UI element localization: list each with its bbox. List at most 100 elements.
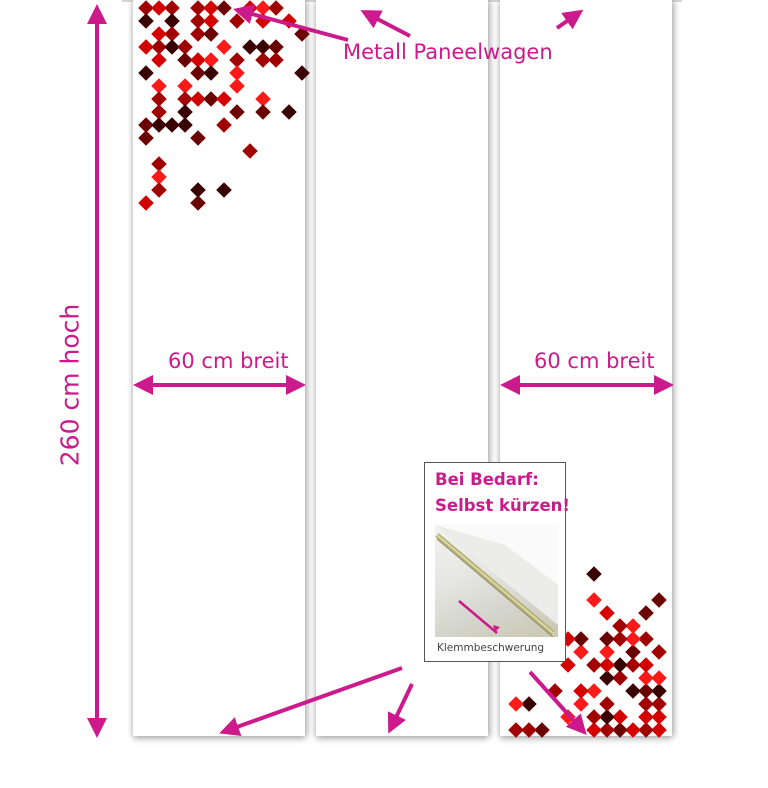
width-label-right: 60 cm breit [534, 349, 655, 373]
pattern-tile [625, 722, 641, 738]
pattern-tile [573, 644, 589, 660]
pattern-tile [586, 657, 602, 673]
pattern-tile [651, 696, 667, 712]
carriage-arrow-1 [233, 4, 349, 42]
pattern-tile [638, 670, 654, 686]
pattern-tile [625, 683, 641, 699]
pattern-tile [625, 631, 641, 647]
pattern-tile [573, 696, 589, 712]
pattern-tile [190, 26, 206, 42]
pattern-tile [651, 683, 667, 699]
pattern-tile [586, 709, 602, 725]
pattern-tile [138, 0, 154, 16]
pattern-tile [651, 722, 667, 738]
pattern-tile [177, 78, 193, 94]
pattern-tile [216, 0, 232, 16]
pattern-tile [229, 52, 245, 68]
carriage-label: Metall Paneelwagen [343, 40, 553, 64]
pattern-tile [203, 26, 219, 42]
pattern-tile [638, 722, 654, 738]
weight-arrow-3 [528, 670, 587, 735]
pattern-tile [177, 104, 193, 120]
pattern-tile [151, 169, 167, 185]
pattern-tile [586, 722, 602, 738]
clamp-weight-photo [435, 525, 558, 637]
weight-arrow-2 [387, 683, 414, 734]
pattern-tile [138, 65, 154, 81]
pattern-tile [151, 0, 167, 16]
pattern-tile [612, 722, 628, 738]
pattern-tile [203, 0, 219, 16]
pattern-tile [599, 696, 615, 712]
pattern-tile [521, 696, 537, 712]
pattern-tile [638, 631, 654, 647]
pattern-tile [599, 722, 615, 738]
pattern-tile [638, 605, 654, 621]
pattern-tile [573, 683, 589, 699]
pixel-pattern-top-left [138, 0, 310, 211]
pattern-tile [190, 182, 206, 198]
pattern-tile [638, 683, 654, 699]
pattern-tile [651, 709, 667, 725]
pattern-tile [164, 0, 180, 16]
pattern-tile [651, 670, 667, 686]
pattern-tile [612, 618, 628, 634]
pattern-tile [612, 631, 628, 647]
pattern-tile [521, 722, 537, 738]
pattern-tile [164, 117, 180, 133]
pattern-tile [242, 39, 258, 55]
pattern-tile [625, 644, 641, 660]
pattern-tile [651, 592, 667, 608]
pattern-tile [599, 644, 615, 660]
pattern-tile [216, 39, 232, 55]
pattern-tile [138, 13, 154, 29]
pattern-tile [229, 13, 245, 29]
pattern-tile [151, 156, 167, 172]
pattern-tile [203, 65, 219, 81]
pattern-tile [508, 722, 524, 738]
pattern-tile [294, 65, 310, 81]
pattern-tile [255, 104, 271, 120]
pattern-tile [190, 52, 206, 68]
pattern-tile [164, 13, 180, 29]
pattern-tile [164, 26, 180, 42]
pattern-tile [138, 195, 154, 211]
width-label-left: 60 cm breit [168, 349, 289, 373]
pattern-tile [138, 117, 154, 133]
pattern-tile [151, 104, 167, 120]
pattern-tile [190, 91, 206, 107]
pattern-tile [586, 566, 602, 582]
pattern-tile [651, 644, 667, 660]
pattern-tile [203, 91, 219, 107]
pattern-tile [151, 117, 167, 133]
pattern-tile [151, 91, 167, 107]
photo-caption: Klemmbeschwerung [437, 642, 545, 654]
pattern-tile [229, 78, 245, 94]
info-title-line2: Selbst kürzen! [435, 496, 570, 515]
pattern-tile [151, 52, 167, 68]
pattern-tile [216, 117, 232, 133]
pattern-tile [177, 39, 193, 55]
pattern-tile [599, 631, 615, 647]
pattern-tile [190, 195, 206, 211]
pattern-tile [164, 39, 180, 55]
pattern-tile [242, 143, 258, 159]
pattern-tile [625, 657, 641, 673]
pattern-tile [216, 91, 232, 107]
pattern-tile [190, 130, 206, 146]
pattern-tile [599, 605, 615, 621]
pattern-tile [638, 709, 654, 725]
pattern-tile [229, 65, 245, 81]
pattern-tile [190, 65, 206, 81]
info-box: Bei Bedarf: Selbst kürzen! Klemmbeschwer… [424, 462, 570, 662]
pattern-tile [151, 182, 167, 198]
pattern-tile [177, 52, 193, 68]
pattern-tile [190, 13, 206, 29]
carriage-arrow-2 [360, 10, 411, 38]
pattern-tile [281, 104, 297, 120]
pattern-tile [599, 670, 615, 686]
pattern-tile [268, 0, 284, 16]
pattern-tile [586, 592, 602, 608]
pattern-tile [508, 696, 524, 712]
